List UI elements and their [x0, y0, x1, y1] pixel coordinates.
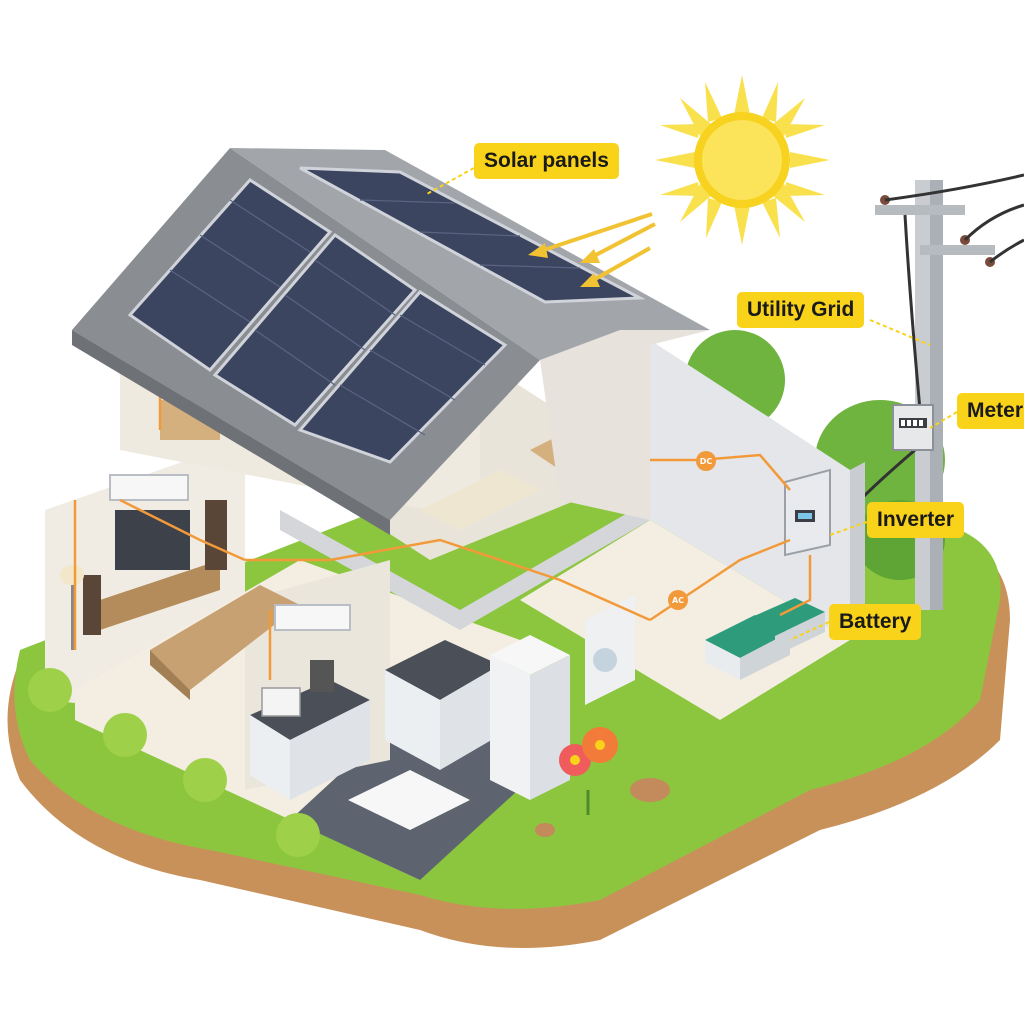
sofa-front: [150, 650, 190, 700]
utility-room-floor: [520, 520, 850, 720]
speaker: [205, 500, 227, 570]
panel-grid-lines: [169, 199, 581, 436]
crossarm: [875, 205, 965, 215]
inverter-label: Inverter: [867, 502, 965, 538]
power-line: [989, 238, 1024, 264]
solar-leader: [424, 167, 475, 196]
dining-table: [348, 770, 470, 830]
solar-panel: [127, 178, 333, 372]
crossarm-2: [920, 245, 995, 255]
fridge-front: [490, 655, 530, 800]
flower: [559, 727, 618, 815]
battery-label: Battery: [829, 604, 922, 640]
sun-rays: [655, 75, 830, 245]
shrub: [183, 758, 227, 802]
service-drop: [903, 214, 922, 411]
wire-house: [245, 538, 651, 622]
wire-ac: [649, 538, 791, 622]
solar-panel: [297, 290, 508, 464]
meter-leader: [929, 411, 958, 429]
battery-bank: [705, 598, 825, 680]
solar-panel: [212, 233, 418, 427]
inverter-unit: [784, 468, 831, 557]
ac-tag-text: AC: [672, 596, 684, 605]
ac-tag: AC: [668, 590, 688, 610]
meter-label: Meter: [957, 393, 1024, 429]
counter-left-side: [290, 700, 370, 800]
island-counter: [385, 640, 500, 700]
utility-room: [520, 340, 865, 720]
dc-tag-text: DC: [700, 457, 713, 466]
pole-shade: [930, 180, 943, 610]
floor-lamp-shade: [60, 565, 84, 585]
washer-door: [593, 648, 617, 672]
solar-panel-top: [299, 166, 646, 304]
sun-inner: [702, 120, 782, 200]
dc-tag: DC: [696, 451, 716, 471]
bed: [420, 470, 540, 530]
fridge-side: [530, 655, 570, 800]
meter-box: [892, 404, 934, 451]
solar-panel-array: [127, 166, 646, 464]
kitchen-ac: [274, 604, 351, 631]
coffee-maker: [310, 660, 334, 692]
power-line: [963, 203, 1024, 242]
tv: [115, 510, 190, 570]
floor-lamp-pole: [71, 580, 74, 650]
wire-battery: [779, 555, 812, 617]
shrubs: [28, 668, 320, 857]
speaker: [83, 575, 101, 635]
shrub: [103, 713, 147, 757]
sofa: [150, 585, 300, 690]
leader-lines: [424, 167, 958, 641]
rocks: [535, 778, 670, 837]
island-side: [440, 665, 500, 770]
gable-wall: [540, 330, 710, 520]
counter-left: [250, 680, 370, 740]
wire-living-2: [119, 498, 246, 562]
sun: [655, 75, 830, 245]
microwave: [261, 687, 301, 717]
mid-slab: [280, 500, 650, 630]
shrub: [28, 668, 72, 712]
tv-cabinet: [100, 560, 220, 630]
grid-leader: [869, 319, 931, 346]
utility-grid-label: Utility Grid: [737, 292, 865, 328]
island-front: [385, 670, 440, 770]
living-room: [60, 474, 300, 700]
solar-panels-label: Solar panels: [474, 143, 619, 179]
wire-dc: [630, 453, 791, 491]
power-line: [884, 173, 1024, 202]
utility-room-back-wall: [650, 340, 850, 640]
shrub: [276, 813, 320, 857]
air-conditioner: [109, 474, 189, 501]
battery-leader: [789, 621, 830, 641]
roof-edge: [72, 330, 390, 535]
counter-left-front: [250, 715, 290, 800]
utility-side-wall: [850, 462, 865, 640]
sunlight-arrows: [528, 212, 656, 287]
